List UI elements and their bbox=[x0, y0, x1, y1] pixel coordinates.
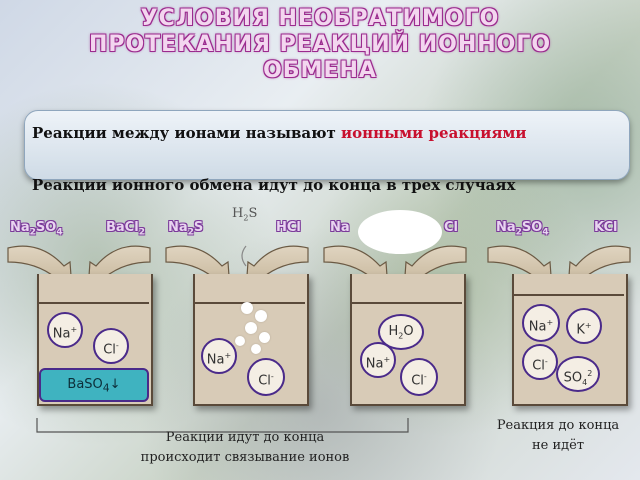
definition-text-start: Реакции между ионами называют bbox=[32, 124, 342, 142]
ion-so4: SO42 bbox=[556, 356, 600, 392]
ion-cl-4: Cl- bbox=[522, 344, 558, 380]
note-incomplete-line-2: не идёт bbox=[531, 438, 585, 453]
definition-text: Реакции между ионами называют ионными ре… bbox=[32, 124, 527, 142]
reagent-4-left: Na2SO4 bbox=[496, 220, 549, 238]
note-complete-line-1: Реакции идут до конца bbox=[165, 430, 325, 445]
reagent-3-right: Cl bbox=[444, 220, 458, 235]
ion-cl-1: Cl- bbox=[93, 328, 129, 364]
note-complete-line-2: происходит связывание ионов bbox=[140, 450, 350, 465]
gas-bubble bbox=[255, 310, 267, 322]
ion-na-4: Na+ bbox=[522, 304, 560, 342]
highlight-oval bbox=[358, 210, 442, 254]
precipitate-baso4: BaSO4↓ bbox=[39, 368, 149, 402]
beaker-1-liquid-line bbox=[37, 302, 149, 304]
beaker-3-liquid-line bbox=[350, 302, 462, 304]
beaker-3: H2O Na+ Cl- bbox=[350, 274, 466, 406]
ion-na-3: Na+ bbox=[360, 342, 396, 378]
title-line-1: УСЛОВИЯ НЕОБРАТИМОГО bbox=[140, 6, 500, 31]
beaker-4-liquid-line bbox=[512, 294, 624, 296]
ion-na-2: Na+ bbox=[201, 338, 237, 374]
gas-curl bbox=[241, 245, 247, 267]
molecule-h2o: H2O bbox=[378, 314, 424, 350]
reagent-3-left: Na bbox=[330, 220, 350, 235]
note-reactions-complete: Реакции идут до конца происходит связыва… bbox=[100, 428, 390, 468]
gas-bubble bbox=[241, 302, 253, 314]
definition-highlight: ионными реакциями bbox=[341, 124, 527, 142]
note-incomplete-line-1: Реакция до конца bbox=[496, 418, 620, 433]
slide-title: УСЛОВИЯ НЕОБРАТИМОГО ПРОТЕКАНИЯ РЕАКЦИЙ … bbox=[0, 6, 640, 84]
beaker-4: Na+ K+ Cl- SO42 bbox=[512, 274, 628, 406]
ion-k: K+ bbox=[566, 308, 602, 344]
beaker-1: Na+ Cl- BaSO4↓ bbox=[37, 274, 153, 406]
title-line-2: ПРОТЕКАНИЯ РЕАКЦИЙ ИОННОГО bbox=[88, 32, 552, 57]
gas-bubble bbox=[245, 322, 257, 334]
reagent-2-right: HCl bbox=[276, 220, 301, 235]
reagent-4-right: KCl bbox=[594, 220, 618, 235]
gas-label: H2S bbox=[232, 206, 258, 223]
title-line-3: ОБМЕНА bbox=[263, 58, 377, 83]
ion-cl-2: Cl- bbox=[247, 358, 285, 396]
gas-bubble bbox=[259, 332, 270, 343]
beaker-2: Na+ Cl- bbox=[193, 274, 309, 406]
reagent-1-right: BaCl2 bbox=[106, 220, 145, 238]
reagent-1-left: Na2SO4 bbox=[10, 220, 63, 238]
ion-cl-3: Cl- bbox=[400, 358, 438, 396]
definition-banner bbox=[24, 110, 630, 180]
ion-na-1: Na+ bbox=[47, 312, 83, 348]
bracket-line bbox=[36, 418, 409, 433]
subtitle-text: Реакции ионного обмена идут до конца в т… bbox=[32, 176, 516, 194]
gas-bubble bbox=[251, 344, 261, 354]
gas-bubble bbox=[235, 336, 245, 346]
note-reaction-incomplete: Реакция до конца не идёт bbox=[482, 416, 634, 456]
reagent-2-left: Na2S bbox=[168, 220, 204, 238]
